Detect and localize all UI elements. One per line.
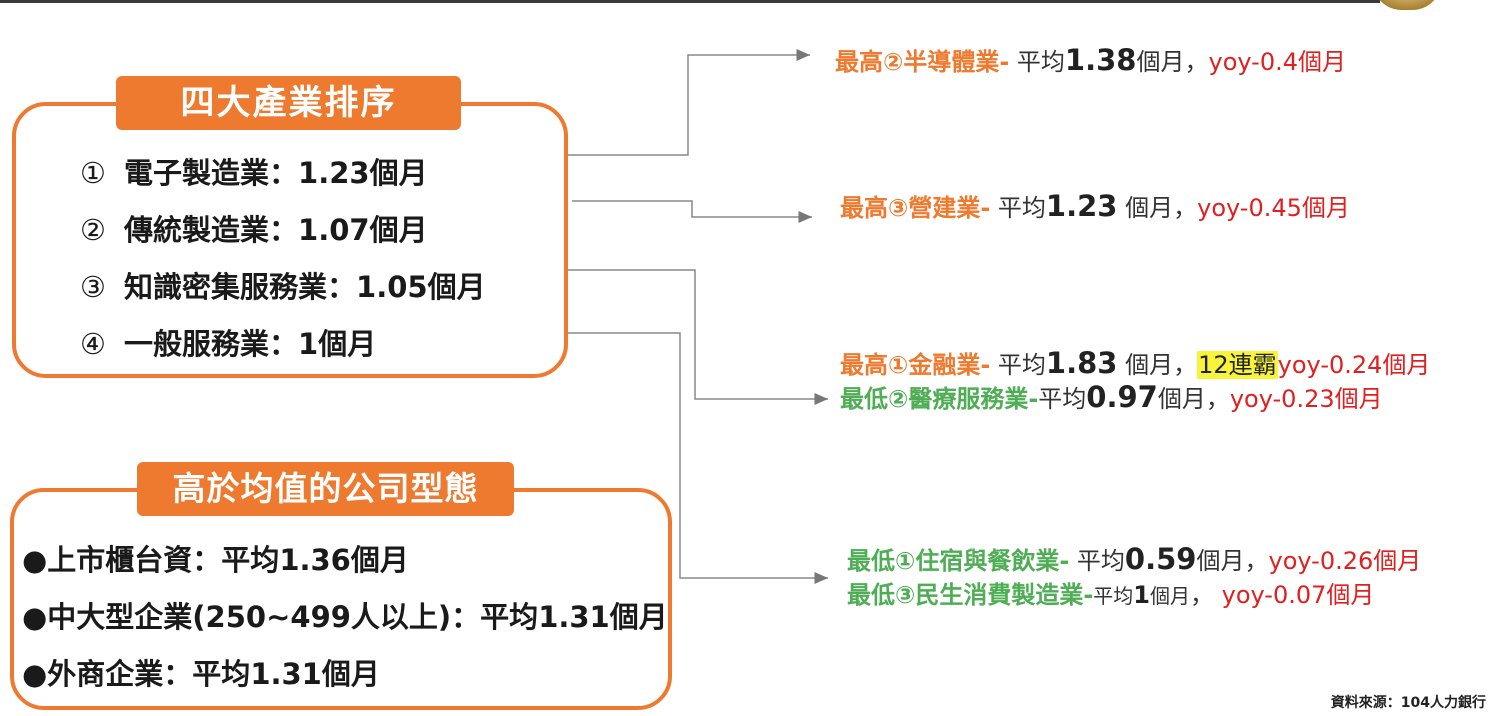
industry-ranking-box bbox=[12, 102, 568, 378]
detail-consumer-manufacturing: 最低③民生消費製造業-平均1個月， yoy-0.07個月 bbox=[847, 581, 1375, 609]
arrow-electronics bbox=[568, 49, 810, 156]
industry-ranking-title: 四大產業排序 bbox=[116, 76, 461, 130]
coin-decoration bbox=[1372, 0, 1442, 10]
arrow-general bbox=[568, 332, 828, 584]
detail-medical: 最低②醫療服務業-平均0.97個月，yoy-0.23個月 bbox=[840, 380, 1383, 414]
company-type-title: 高於均值的公司型態 bbox=[137, 462, 514, 516]
detail-construction: 最高③營建業- 平均1.23 個月，yoy-0.45個月 bbox=[840, 189, 1350, 223]
detail-semiconductor: 最高②半導體業- 平均1.38個月，yoy-0.4個月 bbox=[835, 43, 1346, 77]
company-type-box bbox=[10, 488, 672, 710]
arrow-knowledge bbox=[568, 269, 828, 405]
streak-badge: 12連霸 bbox=[1197, 351, 1278, 379]
top-rule bbox=[0, 0, 1380, 3]
company-type-midlarge: ●中大型企業(250~499人以上)：平均1.31個月 bbox=[22, 600, 668, 634]
arrow-traditional bbox=[572, 200, 812, 223]
data-source: 資料來源：104人力銀行 bbox=[1330, 695, 1486, 711]
detail-hospitality: 最低①住宿與餐飲業- 平均0.59個月，yoy-0.26個月 bbox=[847, 542, 1422, 576]
company-type-listed: ●上市櫃台資：平均1.36個月 bbox=[22, 543, 409, 577]
detail-finance: 最高①金融業- 平均1.83 個月，12連霸yoy-0.24個月 bbox=[840, 346, 1431, 380]
company-type-foreign: ●外商企業：平均1.31個月 bbox=[22, 657, 380, 691]
